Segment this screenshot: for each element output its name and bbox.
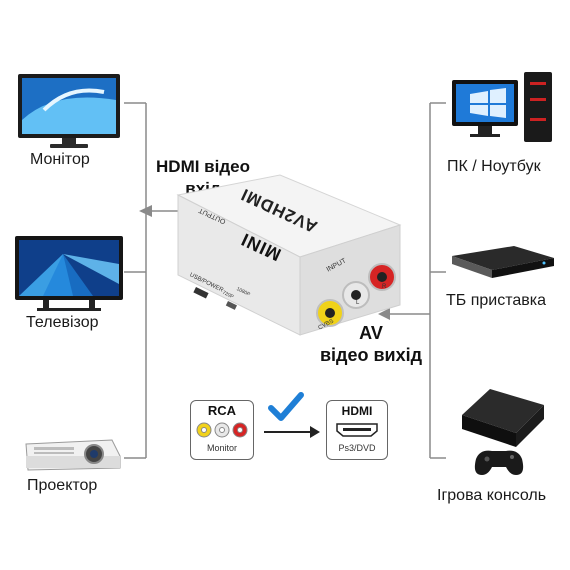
adapter-device xyxy=(176,174,402,336)
hdmi-subtitle: Ps3/DVD xyxy=(338,443,376,453)
rca-connector-box: RCA Monitor xyxy=(190,400,254,460)
device-label-monitor: Монітор xyxy=(30,151,90,168)
hdmi-port-icon xyxy=(336,423,378,437)
hdmi-connector-box: HDMI Ps3/DVD xyxy=(326,400,388,460)
av-output-caption: AV відео вихід xyxy=(306,322,436,366)
rca-subtitle: Monitor xyxy=(206,443,237,453)
device-label-console: Ігрова консоль xyxy=(437,487,547,504)
hdmi-caption-line1: HDMI відео xyxy=(156,157,250,176)
device-label-projector: Проектор xyxy=(27,477,98,494)
device-label-pc: ПК / Ноутбук xyxy=(447,158,541,175)
device-label-tv: Телевізор xyxy=(26,314,99,331)
rca-title: RCA xyxy=(207,403,237,418)
av-caption-line2: відео вихід xyxy=(319,345,423,365)
device-label-settop: ТБ приставка xyxy=(446,292,547,309)
av-caption-line1: AV xyxy=(359,323,383,343)
pc-icon xyxy=(452,72,552,142)
tv-icon xyxy=(15,236,123,311)
checkmark-icon xyxy=(268,392,304,421)
conversion-arrow-icon xyxy=(264,426,320,438)
projector-icon xyxy=(25,439,121,471)
adapter-l-label: L xyxy=(356,300,360,306)
adapter-r-label: R xyxy=(382,284,387,290)
monitor-icon xyxy=(18,74,120,148)
hdmi-title: HDMI xyxy=(341,404,373,418)
rca-plugs-icon xyxy=(196,422,248,438)
settop-box-icon xyxy=(452,246,554,278)
game-console-icon xyxy=(462,389,544,475)
